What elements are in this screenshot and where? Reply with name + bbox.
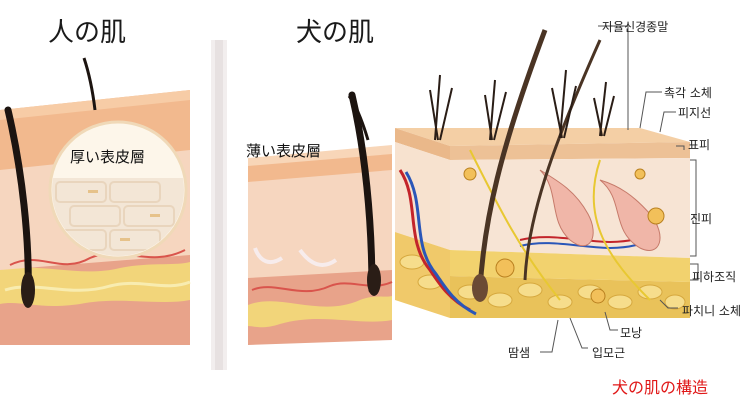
label-epidermis: 표피 [688,136,710,153]
dog-skin-structure-caption: 犬の肌の構造 [612,374,708,398]
label-dermis: 진피 [690,210,712,227]
label-pacinian-corpuscle: 파치니 소체 [682,302,741,319]
label-autonomic-nerve-ending: 자율신경종말 [602,18,668,35]
human-skin-title: 人の肌 [48,12,126,49]
dog-skin-structure-illustration [395,26,698,352]
dog-skin-title: 犬の肌 [296,12,374,49]
dog-skin-illustration [248,95,392,345]
label-subcutis: 피하조직 [692,268,736,285]
label-hair-follicle: 모낭 [620,324,642,341]
label-sebaceous-gland: 피지선 [678,104,711,121]
label-arrector-pili: 입모근 [592,344,625,361]
human-skin-illustration [0,58,190,345]
thin-epidermis-label: 薄い表皮層 [246,140,321,161]
label-sweat-gland: 땀샘 [508,344,530,361]
thick-epidermis-label: 厚い表皮層 [70,146,145,167]
label-tactile-corpuscle: 촉각 소체 [664,84,712,101]
